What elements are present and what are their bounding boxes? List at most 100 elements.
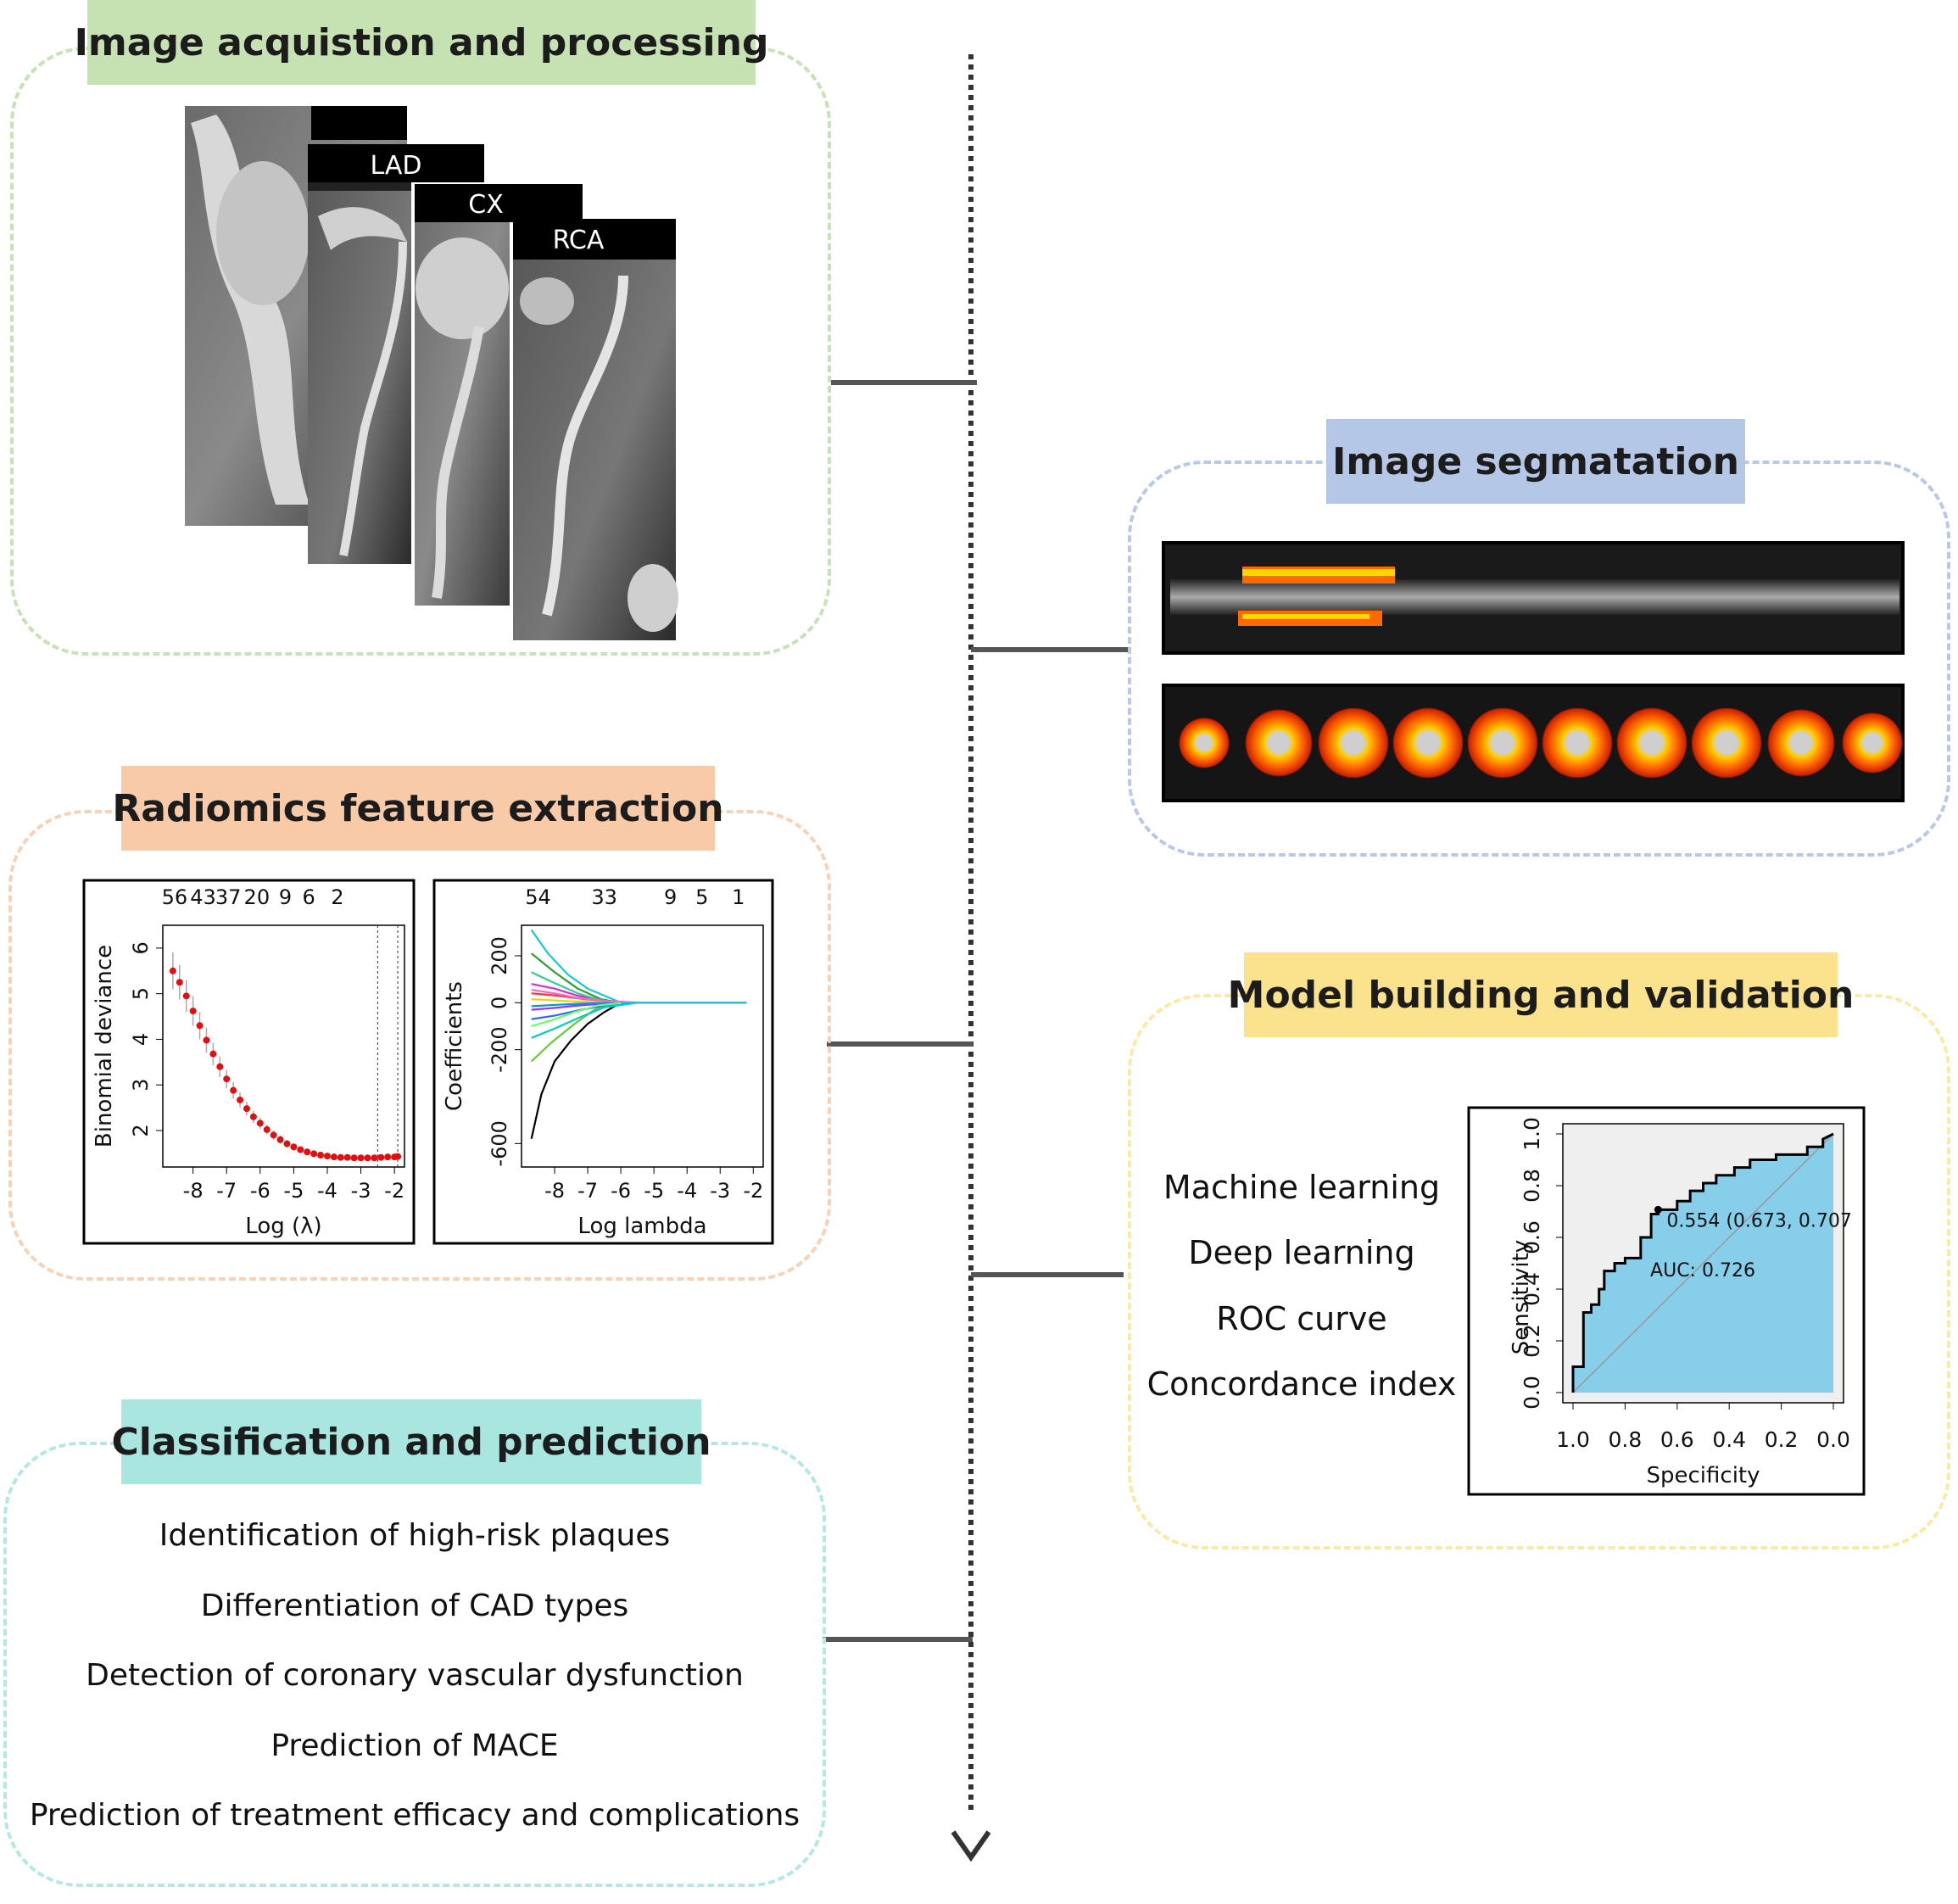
cv-point xyxy=(237,1096,244,1103)
cv-point xyxy=(357,1154,365,1162)
ct-rca-image xyxy=(513,219,678,640)
ct-lad-image xyxy=(308,144,484,564)
path-plot-area xyxy=(521,924,764,1168)
path-xtick-label: -2 xyxy=(743,1179,763,1203)
model-title: Model building and validation xyxy=(1228,952,1854,1037)
cv-point xyxy=(364,1154,371,1162)
roc-xtick-label: 0.6 xyxy=(1660,1427,1694,1452)
path-top-label: 5 xyxy=(695,885,708,909)
roc-auc-label: AUC: 0.726 xyxy=(1650,1260,1755,1281)
roc-ylabel: Sensitivity xyxy=(1509,1240,1534,1354)
roc-ytick-label: 0.8 xyxy=(1520,1169,1544,1203)
cv-point xyxy=(276,1136,284,1143)
path-xtick-label: -7 xyxy=(577,1179,598,1203)
path-xlabel: Log lambda xyxy=(577,1214,706,1239)
cv-point xyxy=(310,1150,318,1158)
path-xtick-label: -6 xyxy=(611,1179,631,1203)
cv-point xyxy=(263,1125,271,1133)
roc-ytick-label: 0.0 xyxy=(1520,1376,1544,1410)
cv-xtick-label: -5 xyxy=(283,1179,304,1203)
cv-point xyxy=(189,1008,197,1015)
cv-ylabel: Binomial deviance xyxy=(92,945,117,1147)
ct-cx-image xyxy=(415,184,583,606)
model-item-deep-learning: Deep learning xyxy=(1188,1234,1415,1271)
classification-item: Prediction of MACE xyxy=(271,1728,559,1763)
connector-model xyxy=(971,1272,1124,1277)
cv-ytick-label: 2 xyxy=(129,1124,153,1136)
timeline-arrow xyxy=(951,54,991,1862)
model-item-machine-learning: Machine learning xyxy=(1163,1169,1441,1206)
ct-label-rca: RCA xyxy=(553,226,605,255)
roc-threshold-label: 0.554 (0.673, 0.707 xyxy=(1666,1210,1852,1231)
path-top-label: 1 xyxy=(732,885,745,909)
roc-threshold-point xyxy=(1654,1205,1662,1214)
coefficient-path xyxy=(531,1002,638,1039)
ct-image-stack: LAD CX RCA xyxy=(185,106,678,640)
path-chart-frame xyxy=(432,879,774,1245)
cv-ytick-label: 3 xyxy=(129,1079,153,1092)
roc-xtick-label: 0.0 xyxy=(1816,1427,1850,1452)
cv-top-label: 9 xyxy=(279,885,292,909)
cv-point xyxy=(203,1036,210,1044)
cv-point xyxy=(371,1154,378,1162)
cv-point xyxy=(297,1146,304,1153)
classification-title: Classification and prediction xyxy=(111,1399,711,1484)
cross-sectional-segmentation xyxy=(1162,684,1905,802)
cv-ytick-label: 6 xyxy=(129,941,153,954)
path-ytick-label: 0 xyxy=(488,997,511,1009)
roc-ytick-label: 0.2 xyxy=(1520,1324,1544,1358)
cv-ytick-label: 5 xyxy=(129,987,153,1000)
cv-point xyxy=(283,1140,291,1147)
cv-point xyxy=(169,967,176,974)
cv-point xyxy=(323,1153,331,1160)
cv-point xyxy=(384,1153,392,1161)
cv-top-label: 20 xyxy=(244,885,271,909)
cv-point xyxy=(249,1113,257,1120)
radiomics-title: Radiomics feature extraction xyxy=(112,766,724,851)
connector-acquisition xyxy=(831,380,977,385)
path-ytick-label: -200 xyxy=(488,1026,511,1072)
coefficient-path xyxy=(531,1002,622,1008)
cv-point xyxy=(209,1050,217,1058)
cv-xtick-label: -8 xyxy=(183,1179,204,1203)
cv-top-label: 43 xyxy=(190,885,216,909)
cv-point xyxy=(223,1075,231,1083)
cv-ytick-label: 4 xyxy=(129,1033,153,1046)
cv-point xyxy=(182,992,190,1000)
connector-segmentation xyxy=(971,647,1128,652)
coefficient-path xyxy=(531,989,644,1004)
cv-point xyxy=(256,1120,264,1127)
segmentation-images xyxy=(1162,541,1905,802)
cv-xlabel: Log (λ) xyxy=(245,1214,321,1239)
classification-item: Identification of high-risk plaques xyxy=(159,1518,671,1553)
path-xtick-label: -8 xyxy=(544,1179,565,1203)
roc-diagonal xyxy=(1572,1133,1834,1393)
cv-point xyxy=(196,1022,204,1030)
classification-item: Detection of coronary vascular dysfuncti… xyxy=(86,1658,744,1693)
path-top-label: 54 xyxy=(525,885,551,909)
cv-point xyxy=(343,1153,351,1161)
classification-item: Prediction of treatment efficacy and com… xyxy=(29,1798,800,1833)
cv-point xyxy=(394,1153,402,1160)
cv-point xyxy=(176,979,183,986)
classification-item: Differentiation of CAD types xyxy=(200,1589,629,1623)
roc-xtick-label: 0.2 xyxy=(1765,1427,1799,1452)
roc-xtick-label: 0.4 xyxy=(1712,1427,1746,1452)
cv-point xyxy=(350,1154,358,1162)
path-top-label: 9 xyxy=(664,885,677,909)
cv-point xyxy=(304,1148,311,1156)
roc-xlabel: Specificity xyxy=(1647,1463,1760,1488)
path-top-label: 33 xyxy=(591,885,617,909)
cv-point xyxy=(243,1105,250,1113)
cv-xtick-label: -3 xyxy=(351,1179,371,1203)
cv-xtick-label: -2 xyxy=(384,1179,404,1203)
acquisition-title: Image acquistion and processing xyxy=(75,0,768,85)
cv-top-label: 37 xyxy=(215,885,242,909)
path-ytick-label: -600 xyxy=(488,1120,511,1166)
ct-label-cx: CX xyxy=(468,190,504,220)
cv-point xyxy=(270,1131,277,1139)
longitudinal-segmentation xyxy=(1162,541,1905,655)
path-ylabel: Coefficients xyxy=(442,981,467,1111)
